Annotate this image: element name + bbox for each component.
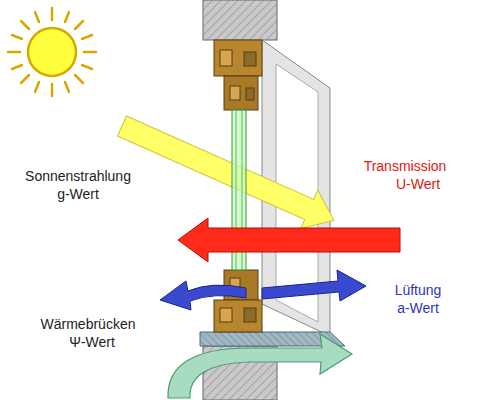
label: Lüftung: [395, 282, 442, 299]
ventilation-arrow-in: [160, 281, 246, 310]
wall-top: [203, 0, 277, 40]
label: Wärmebrücken: [41, 316, 136, 333]
thermal-bridge-arrow: [168, 334, 352, 398]
label: a-Wert: [397, 300, 439, 317]
solar-arrow: [113, 107, 342, 240]
label: g-Wert: [57, 186, 99, 203]
sun: [8, 8, 96, 96]
label: Transmission: [364, 158, 447, 175]
label: Sonnenstrahlung: [25, 168, 131, 185]
label: U-Wert: [396, 176, 440, 193]
ventilation-arrow-out: [262, 270, 366, 301]
transmission-arrow: [178, 218, 400, 262]
label: Ψ-Wert: [69, 334, 115, 351]
